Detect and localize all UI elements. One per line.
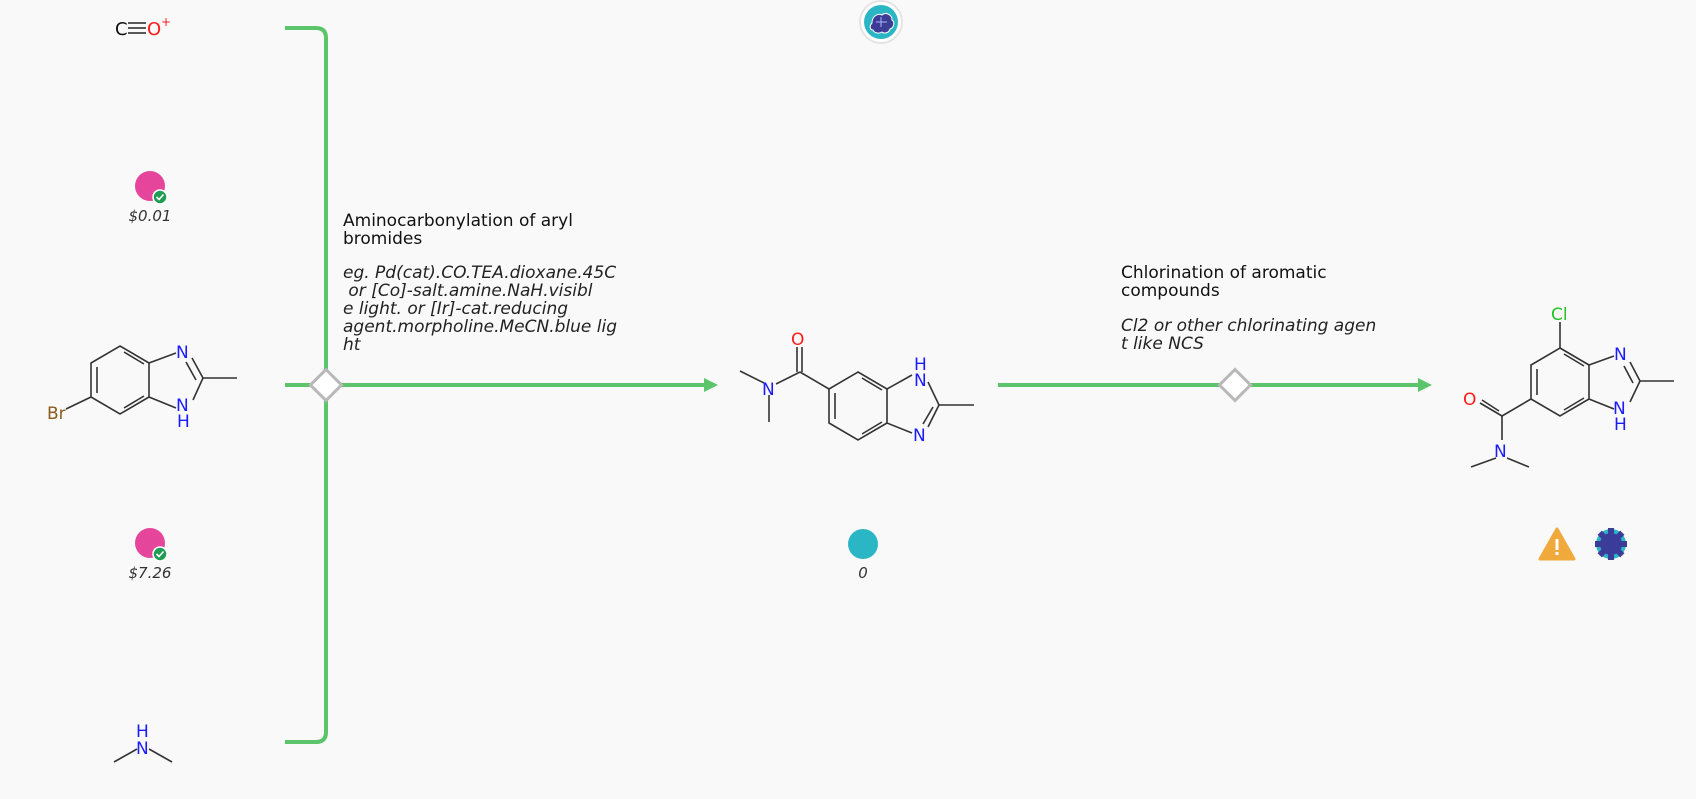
molecule-bromo-methylbenzimidazole[interactable] — [65, 345, 237, 415]
atom-label: N — [913, 426, 926, 446]
atom-label: Br — [47, 404, 66, 424]
intermediate-count: 0 — [858, 564, 868, 582]
reaction-1-title: Aminocarbonylation of aryl bromides — [343, 211, 573, 249]
reaction-2-conditions: Cl2 or other chlorinating agen t like NC… — [1121, 316, 1377, 354]
gear-icon[interactable] — [1595, 528, 1627, 560]
purchasable-badge-2[interactable] — [135, 528, 168, 562]
atom-label: N — [1494, 442, 1507, 462]
atom-label: N — [1613, 399, 1626, 419]
molecule-intermediate-amide[interactable] — [739, 347, 974, 441]
svg-text:+: + — [161, 15, 171, 29]
warning-icon[interactable] — [1538, 527, 1576, 561]
svg-text:N: N — [136, 739, 149, 759]
atom-label: N — [176, 396, 189, 416]
atom-label: N — [176, 343, 189, 363]
atom-label: O — [791, 330, 804, 350]
molecule-target-chloro-amide[interactable] — [1470, 322, 1674, 468]
reagent-price-1: $0.01 — [128, 207, 172, 225]
atom-label: H — [1614, 415, 1627, 435]
reaction-arrow-2[interactable] — [998, 367, 1432, 403]
svg-text:C: C — [115, 19, 128, 40]
atom-label: H — [177, 412, 190, 432]
atom-label: N — [1614, 345, 1627, 365]
reagent-price-2: $7.26 — [128, 564, 172, 582]
atom-label: N — [914, 371, 927, 391]
purchasable-badge-1[interactable] — [135, 171, 168, 205]
check-icon — [152, 546, 168, 562]
atom-label: O — [1463, 390, 1476, 410]
molecule-dimethylamine[interactable]: H N — [113, 722, 173, 763]
intermediate-badge[interactable] — [848, 529, 878, 559]
atom-label: N — [762, 380, 775, 400]
svg-text:H: H — [136, 722, 149, 742]
molecule-carbon-monoxide[interactable]: C O + — [115, 15, 171, 40]
brain-icon[interactable] — [859, 0, 903, 44]
reaction-2-title: Chlorination of aromatic compounds — [1121, 263, 1327, 301]
check-icon — [152, 189, 168, 205]
reaction-1-conditions: eg. Pd(cat).CO.TEA.dioxane.45C or [Co]-s… — [343, 263, 618, 355]
atom-label: H — [914, 355, 927, 375]
atom-label: Cl — [1551, 305, 1568, 325]
reaction-arrow-1[interactable] — [308, 367, 718, 403]
svg-text:O: O — [147, 19, 161, 40]
